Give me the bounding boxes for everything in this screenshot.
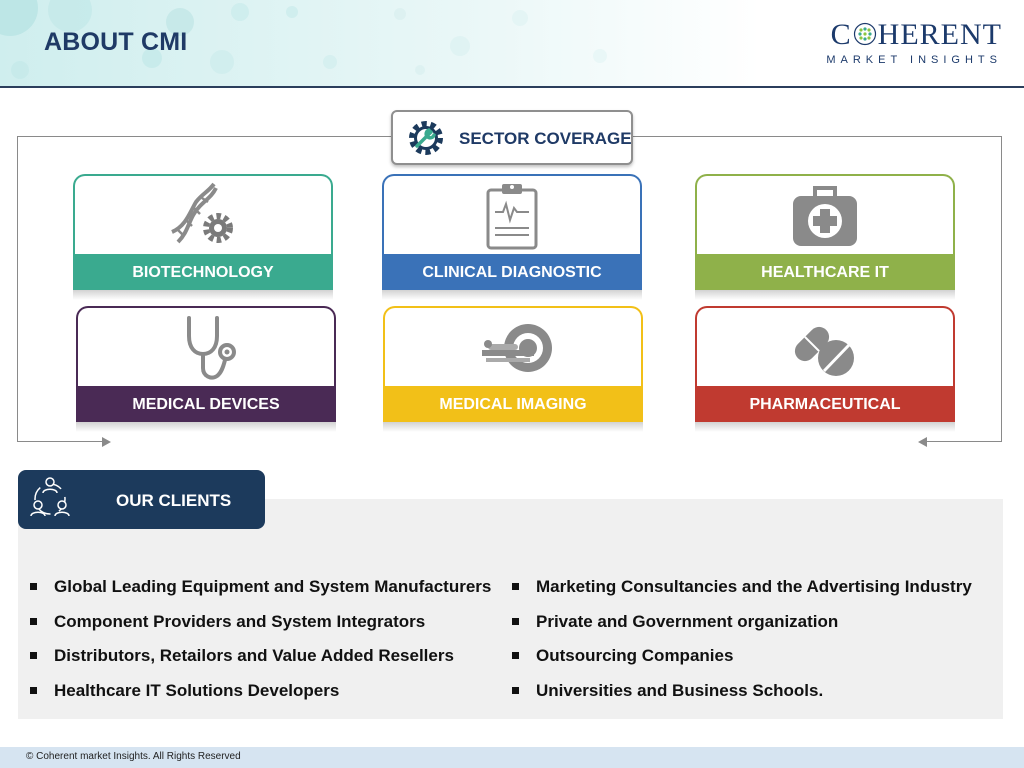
list-item: Component Providers and System Integrato…: [28, 610, 491, 645]
sector-label: MEDICAL DEVICES: [78, 386, 334, 424]
sector-coverage-box: SECTOR COVERAGE: [391, 110, 633, 165]
sector-card-medical-devices: MEDICAL DEVICES: [76, 306, 336, 424]
clipboard-ecg-icon: [486, 184, 538, 250]
bullet-icon: [512, 652, 519, 659]
people-network-icon: [30, 477, 70, 517]
sector-label: HEALTHCARE IT: [697, 254, 953, 292]
gear-wrench-icon: [409, 121, 443, 155]
header: ABOUT CMI C HERENT MARKET INSIGHTS: [0, 0, 1024, 88]
list-item: Universities and Business Schools.: [510, 679, 972, 714]
bullet-icon: [30, 686, 37, 694]
copyright-text: © Coherent market Insights. All Rights R…: [26, 751, 241, 762]
bullet-icon: [512, 583, 519, 590]
pills-icon: [794, 326, 854, 376]
bullet-icon: [512, 686, 519, 694]
client-list-left: Global Leading Equipment and System Manu…: [28, 575, 491, 713]
page-title: ABOUT CMI: [44, 28, 188, 56]
company-logo: C HERENT MARKET INSIGHTS: [806, 18, 1002, 68]
card-shadow: [76, 422, 336, 432]
list-item: Distributors, Retailors and Value Added …: [28, 644, 491, 679]
sector-label: PHARMACEUTICAL: [697, 386, 953, 424]
our-clients-tab: OUR CLIENTS: [18, 470, 265, 529]
sector-label: MEDICAL IMAGING: [385, 386, 641, 424]
clients-panel: [18, 499, 1003, 719]
card-shadow: [382, 290, 642, 300]
list-item: Global Leading Equipment and System Manu…: [28, 575, 491, 610]
arrow-right-icon: [102, 437, 111, 447]
logo-subtitle: MARKET INSIGHTS: [826, 54, 1002, 66]
sector-card-healthcare-it: HEALTHCARE IT: [695, 174, 955, 292]
card-shadow: [383, 422, 643, 432]
sector-label: BIOTECHNOLOGY: [75, 254, 331, 292]
bracket-line: [17, 136, 18, 442]
list-item: Healthcare IT Solutions Developers: [28, 679, 491, 714]
sector-card-medical-imaging: MEDICAL IMAGING: [383, 306, 643, 424]
list-item: Outsourcing Companies: [510, 644, 972, 679]
bracket-line: [926, 441, 1002, 442]
sector-card-clinical-diagnostic: CLINICAL DIAGNOSTIC: [382, 174, 642, 292]
bullet-icon: [30, 583, 37, 590]
globe-dots-icon: [853, 22, 876, 46]
arrow-left-icon: [918, 437, 927, 447]
bracket-line: [17, 441, 103, 442]
stethoscope-icon: [187, 316, 236, 380]
bullet-icon: [30, 617, 37, 625]
sector-coverage-label: SECTOR COVERAGE: [459, 129, 632, 148]
bracket-line: [1001, 136, 1002, 442]
card-shadow: [695, 290, 955, 300]
mri-scanner-icon: [482, 324, 552, 372]
bullet-icon: [512, 617, 519, 625]
card-shadow: [695, 422, 955, 432]
sector-label: CLINICAL DIAGNOSTIC: [384, 254, 640, 292]
bubble-background: [0, 0, 760, 88]
sector-card-biotechnology: BIOTECHNOLOGY: [73, 174, 333, 292]
medical-kit-icon: [793, 186, 857, 246]
list-item: Marketing Consultancies and the Advertis…: [510, 575, 972, 610]
our-clients-label: OUR CLIENTS: [116, 491, 232, 510]
bracket-line: [17, 136, 393, 137]
client-list-right: Marketing Consultancies and the Advertis…: [510, 575, 972, 713]
card-shadow: [73, 290, 333, 300]
list-item: Private and Government organization: [510, 610, 972, 645]
footer: © Coherent market Insights. All Rights R…: [0, 747, 1024, 768]
sector-card-pharmaceutical: PHARMACEUTICAL: [695, 306, 955, 424]
bracket-line: [630, 136, 1002, 137]
header-divider: [0, 86, 1024, 88]
logo-name: C HERENT: [830, 18, 1002, 51]
dna-gear-icon: [171, 182, 233, 244]
bullet-icon: [30, 652, 37, 659]
